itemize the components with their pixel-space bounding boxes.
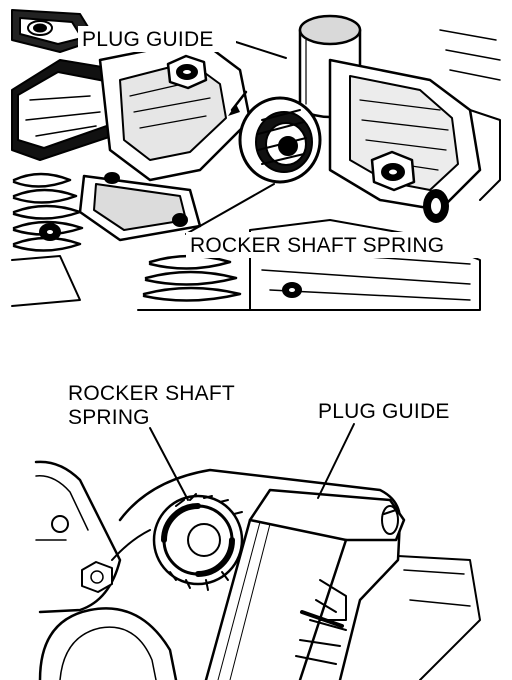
bottom-view-illustration xyxy=(34,423,481,680)
plug-guide-label-bottom: PLUG GUIDE xyxy=(318,400,450,423)
plug-guide-label-top: PLUG GUIDE xyxy=(82,28,214,51)
valve-spring-right xyxy=(137,254,251,311)
rocker-shaft-spring xyxy=(238,96,322,184)
rocker-shaft-spring-label-top: ROCKER SHAFT SPRING xyxy=(190,234,444,257)
plug-guide-block xyxy=(204,488,406,680)
top-view-illustration xyxy=(11,9,501,311)
valve-spring-left xyxy=(12,172,84,252)
bolt-icon xyxy=(81,561,113,593)
label-box xyxy=(186,232,486,258)
rocker-shaft-spring-label-line1: ROCKER SHAFT xyxy=(68,382,235,405)
rocker-shaft-spring-label-line2: SPRING xyxy=(68,406,150,429)
rocker-shaft-spring xyxy=(152,493,244,591)
bolt-icon xyxy=(370,150,416,192)
label-box xyxy=(78,26,236,52)
bolt-icon xyxy=(166,54,208,90)
